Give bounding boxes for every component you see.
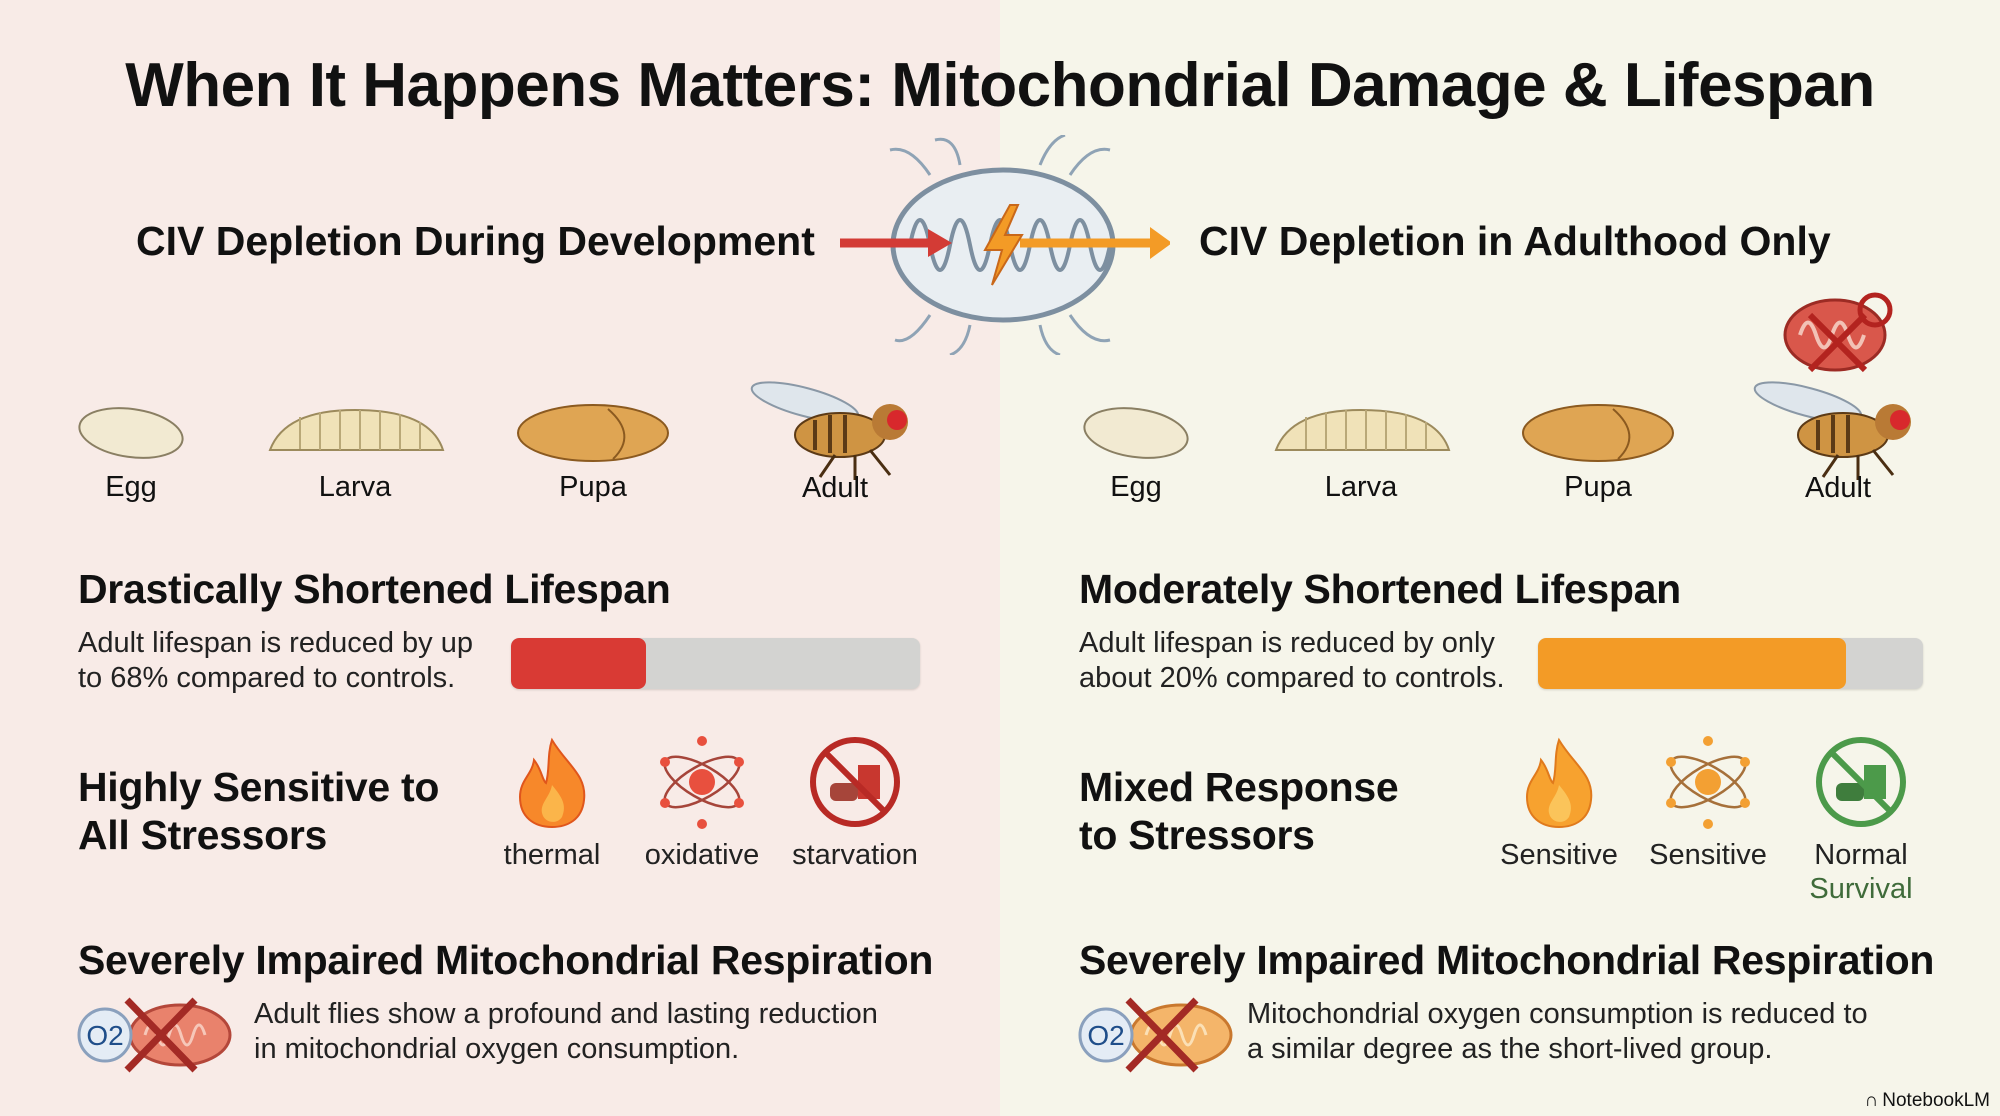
stressor-label: Sensitive <box>1649 839 1767 871</box>
o2-label: O2 <box>1087 1020 1124 1051</box>
right-respiration-title: Severely Impaired Mitochondrial Respirat… <box>1079 937 1935 983</box>
desc-line: a similar degree as the short-lived grou… <box>1247 1033 1773 1065</box>
notebooklm-logo-icon: ∩ <box>1864 1090 1879 1111</box>
mitochondrion-lightning-icon <box>840 135 1170 355</box>
stage-label: Adult <box>801 472 869 504</box>
left-lifespan-bar <box>511 638 920 689</box>
pupa-icon <box>1522 404 1674 462</box>
egg-icon <box>78 407 184 459</box>
o2-label: O2 <box>86 1020 123 1051</box>
development-heading: CIV Depletion During Development <box>136 218 815 264</box>
desc-line: to 68% compared to controls. <box>78 662 456 694</box>
desc-line: Adult lifespan is reduced by up <box>78 627 473 659</box>
atom-icon <box>659 736 744 829</box>
stressor-thermal: Sensitive <box>1484 735 1634 872</box>
left-lifespan-title: Drastically Shortened Lifespan <box>78 566 671 612</box>
stressor-label: thermal <box>503 839 601 871</box>
stressor-starvation: starvation <box>780 735 930 872</box>
atom-icon <box>1665 736 1750 829</box>
stage-label: Pupa <box>559 471 627 503</box>
desc-line: Adult flies show a profound and lasting … <box>254 998 878 1030</box>
damaged-mitochondrion-icon <box>1783 292 1893 373</box>
stage-label: Egg <box>105 471 157 503</box>
stage-pupa: Pupa <box>1498 395 1698 504</box>
stage-pupa: Pupa <box>493 395 693 504</box>
adulthood-panel <box>1000 0 2000 1116</box>
title-line: to Stressors <box>1079 812 1315 858</box>
fire-icon <box>518 737 586 829</box>
stage-larva: Larva <box>255 395 455 504</box>
development-panel <box>0 0 1000 1116</box>
title-line: All Stressors <box>78 812 328 858</box>
no-food-icon <box>1815 737 1906 827</box>
stage-label: Larva <box>318 471 392 503</box>
o2-mitochondrion-crossed-icon: O2 <box>1078 997 1233 1073</box>
no-food-icon <box>809 737 900 827</box>
title-line: Highly Sensitive to <box>78 764 440 810</box>
notebooklm-brand: ∩NotebookLM <box>1865 1090 1990 1112</box>
stage-larva: Larva <box>1261 395 1461 504</box>
egg-icon <box>1083 407 1189 459</box>
fire-icon <box>1525 737 1593 829</box>
desc-line: Adult lifespan is reduced by only <box>1079 627 1495 659</box>
stage-adult: Adult <box>735 380 935 505</box>
stage-label: Pupa <box>1564 471 1632 503</box>
stressor-label: oxidative <box>644 839 760 871</box>
fruit-fly-icon <box>1753 381 1911 480</box>
stage-egg: Egg <box>1036 395 1236 504</box>
larva-icon <box>268 408 445 451</box>
stressor-oxidative: oxidative <box>627 735 777 872</box>
left-respiration-desc: Adult flies show a profound and lasting … <box>254 997 878 1067</box>
desc-line: about 20% compared to controls. <box>1079 662 1505 694</box>
right-lifespan-title: Moderately Shortened Lifespan <box>1079 566 1681 612</box>
stressor-starvation: Normal Survival <box>1786 735 1936 906</box>
desc-line: Mitochondrial oxygen consumption is redu… <box>1247 998 1868 1030</box>
stage-label: Larva <box>1324 471 1398 503</box>
pupa-icon <box>517 404 669 462</box>
lifespan-bar-fill <box>511 638 646 689</box>
larva-icon <box>1274 408 1451 451</box>
stage-adult: Adult <box>1738 380 1938 505</box>
title-line: Mixed Response <box>1079 764 1399 810</box>
right-respiration-desc: Mitochondrial oxygen consumption is redu… <box>1247 997 1868 1067</box>
stressor-thermal: thermal <box>477 735 627 872</box>
stage-label: Egg <box>1110 471 1162 503</box>
stressor-label: Normal <box>1814 839 1908 871</box>
stage-egg: Egg <box>31 395 231 504</box>
stressor-sublabel: Survival <box>1809 873 1913 905</box>
o2-mitochondrion-crossed-icon: O2 <box>77 997 232 1073</box>
desc-line: in mitochondrial oxygen consumption. <box>254 1033 740 1065</box>
adulthood-heading: CIV Depletion in Adulthood Only <box>1199 218 1831 264</box>
stage-label: Adult <box>1804 472 1872 504</box>
left-respiration-title: Severely Impaired Mitochondrial Respirat… <box>78 937 934 983</box>
page-title: When It Happens Matters: Mitochondrial D… <box>125 51 1875 120</box>
right-lifespan-bar <box>1538 638 1923 689</box>
brand-label: NotebookLM <box>1882 1090 1990 1111</box>
fruit-fly-icon <box>750 381 908 480</box>
stressor-label: Sensitive <box>1500 839 1618 871</box>
stressor-label: starvation <box>792 839 918 871</box>
lifespan-bar-fill <box>1538 638 1846 689</box>
stressor-oxidative: Sensitive <box>1633 735 1783 872</box>
